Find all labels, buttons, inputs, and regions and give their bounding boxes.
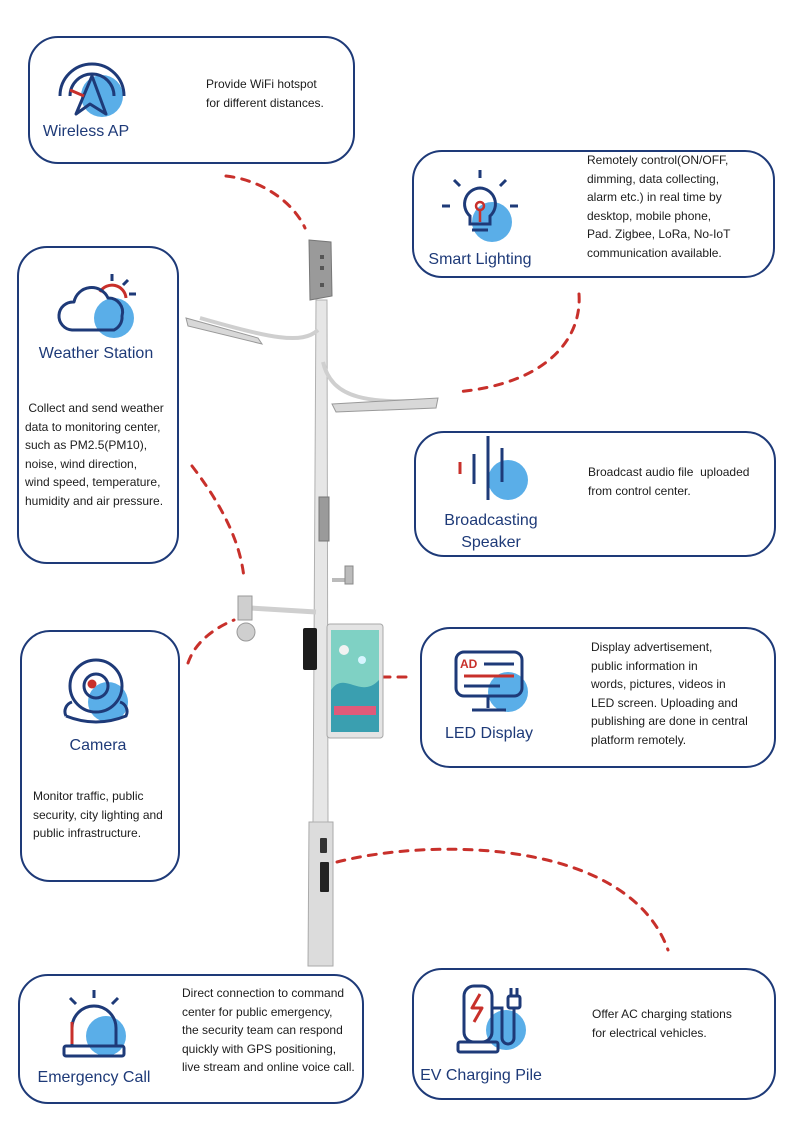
ev-charging-title: EV Charging Pile [420,1067,542,1084]
weather-station-card [17,246,179,564]
broadcasting-speaker-description: Broadcast audio file uploaded from contr… [588,465,750,498]
emergency-call-description: Direct connection to command center for … [182,986,355,1074]
camera-title: Camera [69,737,127,754]
wireless-ap-description: Provide WiFi hotspot for different dista… [206,77,324,110]
connector-wireless-ap [224,174,307,230]
connector-weather-station [190,464,246,580]
led-display-description: Display advertisement, public informatio… [591,640,748,747]
svg-text:AD: AD [460,657,478,671]
ev-charger-icon [456,984,526,1054]
sound-wave-icon [458,436,528,500]
emergency-call-card [18,974,364,1104]
smart-lighting-title: Smart Lighting [428,251,532,268]
connector-ev-charging [335,847,670,952]
connector-camera [186,618,236,665]
smart-lighting-card [412,150,775,278]
wireless-ap-title: Wireless AP [42,123,130,140]
connector-smart-lighting [454,292,581,394]
camera-description: Monitor traffic, public security, city l… [33,789,163,840]
ev-charging-card [412,968,776,1100]
led-display-title: LED Display [444,725,534,742]
weather-station-description: Collect and send weather data to monitor… [25,401,164,508]
wifi-antenna-icon [58,62,126,117]
smart-pole-illustration [185,239,439,967]
emergency-call-title: Emergency Call [37,1069,151,1086]
alarm-siren-icon [62,990,126,1058]
ev-charging-description: Offer AC charging stations for electrica… [592,1007,732,1040]
monitor-icon: AD [454,650,528,712]
light-bulb-icon [442,170,518,242]
broadcasting-speaker-card [414,431,776,557]
camera-card [20,630,180,882]
weather-cloud-sun-icon [57,274,136,338]
smart-lighting-description: Remotely control(ON/OFF, dimming, data c… [587,153,731,260]
camera-icon [63,658,129,724]
broadcasting-speaker-title: Broadcasting Speaker [444,512,538,551]
weather-station-title: Weather Station [38,345,154,362]
